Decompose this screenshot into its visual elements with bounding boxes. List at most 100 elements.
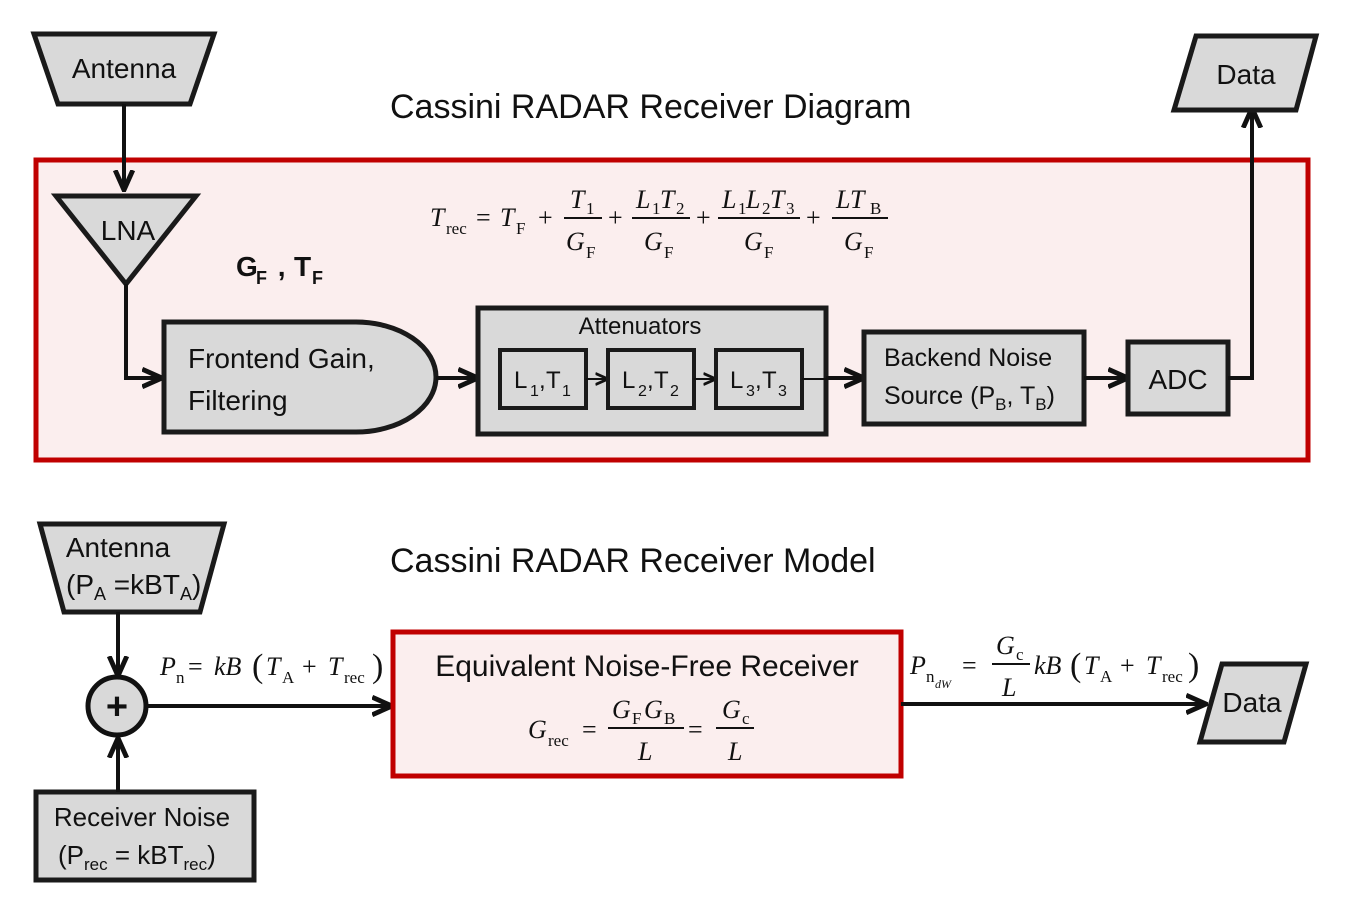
backend-close: ) [1047, 382, 1055, 410]
grec-n1-g: G [612, 695, 631, 724]
data-label-top: Data [1216, 59, 1276, 90]
out-p-subsub: dW [935, 677, 952, 691]
pn-close: ) [372, 648, 383, 685]
grec-g-sub: rec [548, 731, 569, 750]
antenna-label: Antenna [72, 53, 177, 84]
pn-equals: = [188, 652, 203, 681]
lna-label: LNA [101, 215, 156, 246]
lna-to-frontend-arrow [124, 284, 162, 378]
grec-g: G [528, 715, 547, 744]
gain-g-sub: F [256, 268, 267, 288]
m-ant-p-sub: A [94, 584, 106, 604]
out-den: L [1001, 673, 1016, 702]
eq-f3-l2-sub: 2 [762, 199, 771, 218]
lna-block: LNA [50, 193, 202, 289]
eq-f2-l-sub: 1 [652, 199, 661, 218]
rn-kbt: = kBT [108, 840, 184, 870]
gain-g: G [236, 251, 258, 282]
att3-t: T [762, 367, 777, 394]
gain-sep: , [270, 251, 293, 282]
grec-eq2: = [688, 715, 703, 744]
att2-l: L [622, 367, 635, 394]
eq-f3-l2: L [745, 185, 760, 214]
eq-f3-t-sub: 3 [786, 199, 795, 218]
out-num: G [996, 631, 1015, 660]
eq-f2-den-sub: F [664, 243, 673, 262]
eq-f4-den: G [844, 227, 863, 256]
out-close: ) [1188, 647, 1199, 684]
eq-f2-t-sub: 2 [676, 199, 685, 218]
adc-label: ADC [1148, 364, 1207, 395]
diagram-title: Cassini RADAR Receiver Diagram [390, 88, 911, 126]
pn-tr-sub: rec [344, 668, 365, 687]
att2-t: T [654, 367, 669, 394]
gain-t-sub: F [312, 268, 323, 288]
receiver-noise-block: Receiver Noise (Prec = kBTrec) [33, 789, 257, 883]
out-p-sub: n [926, 667, 935, 686]
out-kb: kB [1034, 651, 1062, 680]
backend-noise-block: Backend Noise Source (PB, TB) [861, 329, 1087, 427]
grec-n1-sub1: F [632, 709, 641, 728]
eq-equals: = [476, 203, 491, 232]
eq-f4-sub: B [870, 199, 881, 218]
eq-f1-num-sub: 1 [586, 199, 595, 218]
backend-source-prefix: Source (P [884, 382, 995, 410]
eq-f2-den: G [644, 227, 663, 256]
model-antenna-block: Antenna (PA =kBTA) [36, 521, 228, 615]
model-title: Cassini RADAR Receiver Model [390, 542, 876, 580]
out-tr: T [1146, 651, 1162, 680]
gain-label: G F , T F [236, 251, 323, 288]
output-equation: P n dW = G c L kB ( T A + T rec ) [909, 631, 1199, 702]
att2-t-sub: 2 [670, 383, 679, 400]
eq-f3-t: T [770, 185, 786, 214]
rn-close: ) [207, 840, 216, 870]
pn-ta: T [266, 652, 282, 681]
equiv-receiver-title: Equivalent Noise-Free Receiver [435, 650, 859, 683]
eq-trec: T [430, 203, 446, 232]
backend-tb-sub: B [1035, 395, 1046, 414]
out-open: ( [1070, 647, 1081, 684]
receiver-noise-label: Receiver Noise [54, 802, 230, 832]
rn-p-sub: rec [84, 855, 108, 874]
attenuators-block: Attenuators L 1 , T 1 L 2 , T 2 L 3 , T … [475, 305, 829, 437]
eq-f2-l: L [635, 185, 650, 214]
adc-block: ADC [1125, 339, 1231, 417]
att2-l-sub: 2 [638, 383, 647, 400]
grec-n2-sub: c [742, 709, 750, 728]
out-num-sub: c [1016, 645, 1024, 664]
out-equals: = [962, 651, 977, 680]
pn-p-sub: n [176, 668, 185, 687]
att1-t-sub: 1 [562, 383, 571, 400]
att3-l-sub: 3 [746, 383, 755, 400]
grec-n1-g2: G [644, 695, 663, 724]
frontend-block: Frontend Gain, Filtering [161, 319, 439, 435]
backend-line1: Backend Noise [884, 344, 1052, 372]
model-antenna-eq: (PA =kBTA) [66, 569, 201, 604]
out-ta-sub: A [1100, 667, 1113, 686]
grec-n1-sub2: B [664, 709, 675, 728]
eq-trec-sub: rec [446, 219, 467, 238]
rn-t-sub: rec [183, 855, 207, 874]
eq-f3-l1-sub: 1 [738, 199, 747, 218]
rn-p: (P [58, 840, 84, 870]
eq-plus-4: + [806, 203, 821, 232]
grec-eq1: = [582, 715, 597, 744]
pn-open: ( [252, 648, 263, 685]
m-ant-close: ) [192, 569, 201, 600]
frontend-line2: Filtering [188, 385, 288, 416]
m-ant-kbt: =kBT [106, 569, 180, 600]
eq-f4-den-sub: F [864, 243, 873, 262]
equivalent-receiver-block: Equivalent Noise-Free Receiver G rec = G… [390, 629, 904, 779]
att3-l: L [730, 367, 743, 394]
att3-t-sub: 3 [778, 383, 787, 400]
data-label-bottom: Data [1222, 687, 1282, 718]
pn-ta-sub: A [282, 668, 295, 687]
m-ant-t-sub: A [180, 584, 192, 604]
grec-den1: L [637, 737, 652, 766]
out-plus: + [1120, 651, 1135, 680]
eq-f3-den-sub: F [764, 243, 773, 262]
frontend-line1: Frontend Gain, [188, 343, 375, 374]
receiver-noise-eq: (Prec = kBTrec) [58, 840, 216, 874]
attenuator-1 [498, 348, 588, 410]
eq-f2-t: T [660, 185, 676, 214]
